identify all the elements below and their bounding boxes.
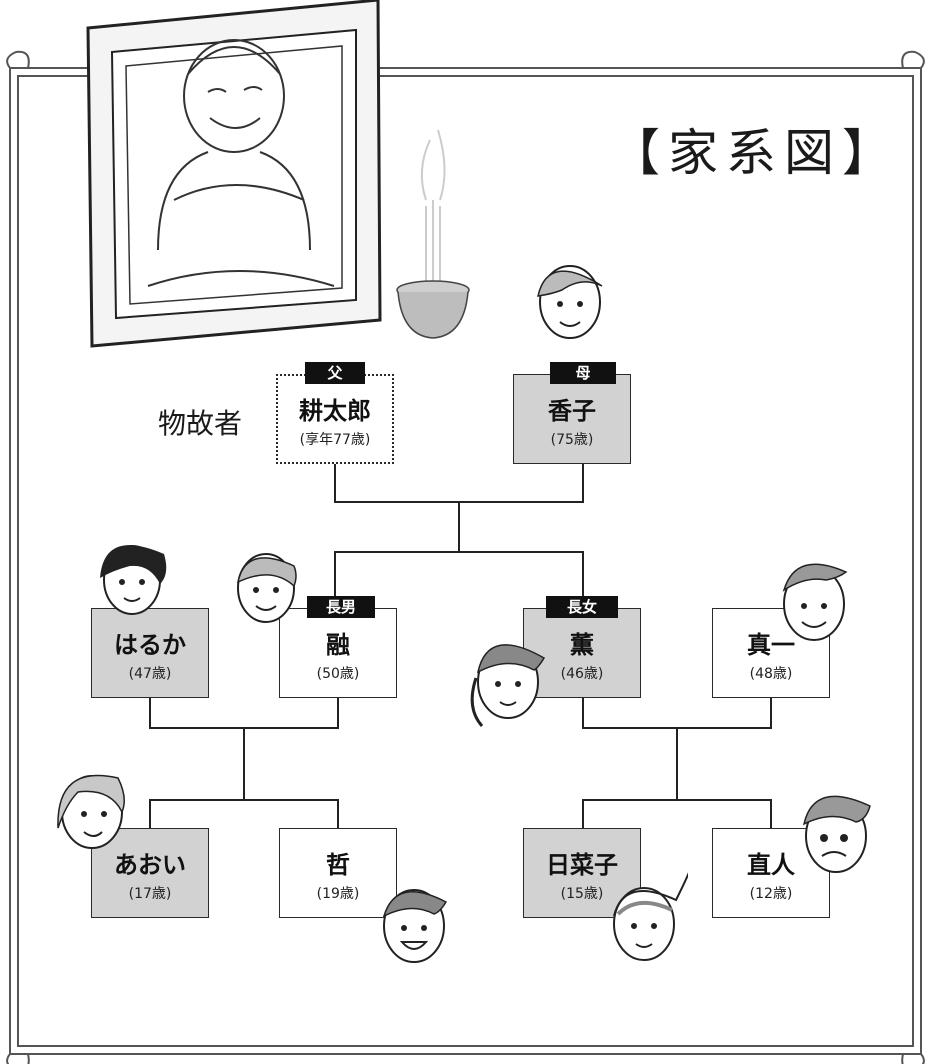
person-box-haruka: はるか (47歳) <box>91 608 209 698</box>
person-age: (47歳) <box>128 666 172 682</box>
relation-tag-mother: 母 <box>550 362 616 384</box>
person-name: 香子 <box>548 397 596 425</box>
face-icon <box>57 774 125 849</box>
person-name: 耕太郎 <box>299 397 371 425</box>
person-age: (17歳) <box>128 886 172 902</box>
person-box-father: 耕太郎 (享年77歳) <box>276 374 394 464</box>
person-name: 日菜子 <box>546 851 618 879</box>
deceased-label: 物故者 <box>158 407 243 440</box>
face-icon <box>470 644 546 727</box>
face-icon <box>613 872 688 961</box>
relation-tag-toru: 長男 <box>307 596 375 618</box>
face-icon <box>236 553 297 623</box>
face-icon <box>100 545 167 615</box>
person-name: 融 <box>326 631 350 659</box>
person-age: (12歳) <box>749 886 793 902</box>
relation-tag-father: 父 <box>305 362 365 384</box>
diagram-title: 【家系図】 <box>610 124 900 182</box>
person-box-mother: 香子 (75歳) <box>513 374 631 464</box>
person-box-kaoru: 薫 (46歳) <box>523 608 641 698</box>
person-box-satoru: 哲 (19歳) <box>279 828 397 918</box>
person-age: (19歳) <box>316 886 360 902</box>
person-box-toru: 融 (50歳) <box>279 608 397 698</box>
person-name: はるか <box>114 631 186 659</box>
incense-burner-icon <box>396 129 470 339</box>
memorial-portrait-icon <box>86 0 382 348</box>
person-box-aoi: あおい (17歳) <box>91 828 209 918</box>
face-icon <box>382 889 448 963</box>
relation-tag-kaoru: 長女 <box>546 596 618 618</box>
person-name: 薫 <box>570 631 594 659</box>
person-age: (46歳) <box>560 666 604 682</box>
person-box-naoto: 直人 (12歳) <box>712 828 830 918</box>
person-name: 直人 <box>747 851 795 879</box>
person-age: (50歳) <box>316 666 360 682</box>
person-name: 真一 <box>747 631 795 659</box>
face-icon <box>537 265 603 339</box>
person-age: (享年77歳) <box>299 432 371 448</box>
person-name: 哲 <box>326 851 350 879</box>
face-icon <box>782 563 848 641</box>
person-age: (75歳) <box>550 432 594 448</box>
person-name: あおい <box>114 851 186 879</box>
person-age: (15歳) <box>560 886 604 902</box>
person-age: (48歳) <box>749 666 793 682</box>
face-icon <box>802 795 871 873</box>
